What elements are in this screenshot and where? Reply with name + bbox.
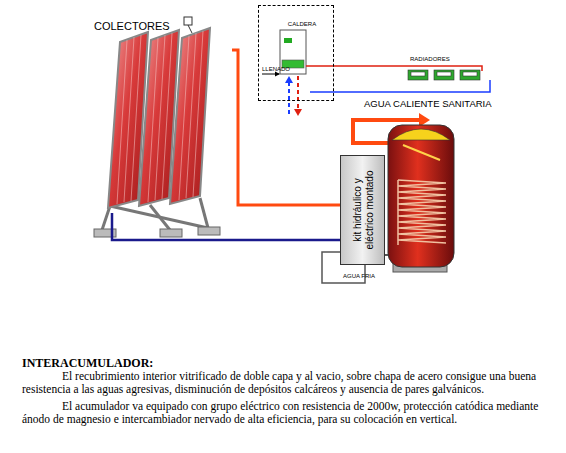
heating-element <box>403 145 440 160</box>
collector-group: COLECTORES <box>88 16 232 213</box>
arrowhead <box>275 72 280 77</box>
solar-pipe <box>232 50 340 205</box>
radiator-return-pipe <box>310 80 490 92</box>
tank-shell <box>388 125 454 267</box>
description-paragraph: El acumulador va equipado con grupo eléc… <box>22 400 552 426</box>
radiator-flow-pipe <box>306 66 482 71</box>
hydraulic-kit: kit hidráulico y eléctrico montado <box>340 155 385 265</box>
boiler-display <box>284 38 292 43</box>
hot-water-label: AGUA CALIENTE SANITARIA <box>364 98 492 109</box>
radiator-label: RADIADORES <box>410 56 450 62</box>
boiler-box: CALDERA <box>258 5 334 101</box>
tank-top <box>392 129 450 140</box>
arrowhead <box>294 109 302 116</box>
hot-dashed-pipe <box>297 76 299 110</box>
node-label: COLECTORES <box>88 16 232 32</box>
description-paragraph: El recubrimiento interior vitrificado de… <box>22 370 552 396</box>
heat-exchanger-coil <box>398 180 446 243</box>
pipe-line <box>232 50 340 205</box>
arrowhead <box>285 76 293 83</box>
coil-pipe <box>397 180 399 245</box>
node-label: CALDERA <box>259 6 333 27</box>
radiator <box>408 70 480 80</box>
fill-label: LLENADO <box>262 66 290 72</box>
pipe-line <box>112 213 340 240</box>
node-label: kit hidráulico y eléctrico montado <box>351 160 374 260</box>
sensor-wire <box>188 25 192 33</box>
solar-panel <box>108 28 210 208</box>
solar-pipe <box>112 213 340 240</box>
section-heading: INTERACUMULADOR: <box>22 356 552 371</box>
panel-tube <box>117 31 203 204</box>
cold-dashed-pipe <box>288 80 290 114</box>
cold-water-label: AGUA FRIA <box>343 273 375 279</box>
temperature-sensor <box>184 17 192 25</box>
